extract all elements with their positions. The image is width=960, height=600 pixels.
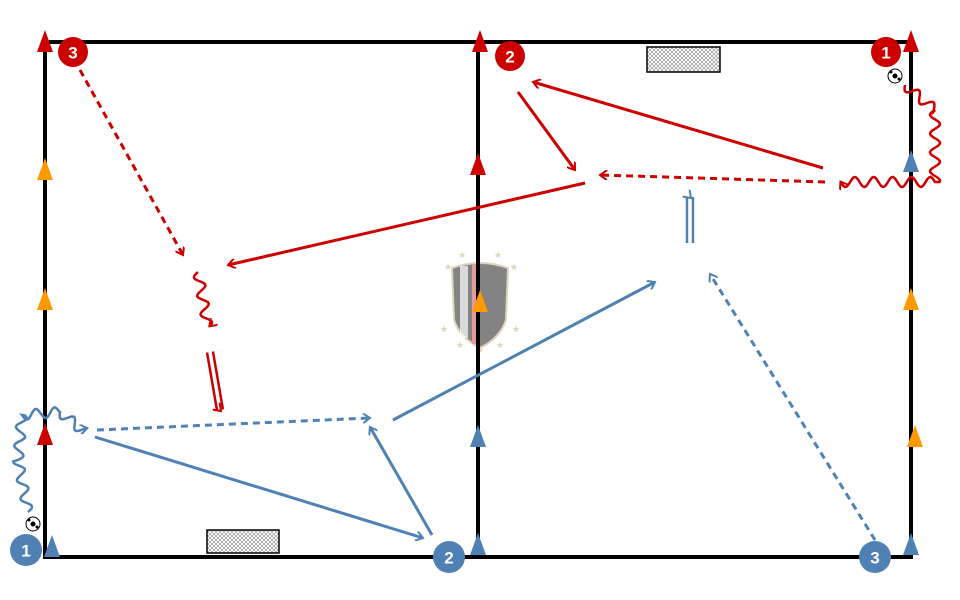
red-pass-arrow — [516, 91, 577, 170]
blue-run-dashed-arrow — [710, 274, 877, 541]
blue-cone-icon — [44, 535, 60, 557]
orange-cone-icon — [903, 288, 919, 310]
red-dribble-arrow — [841, 84, 942, 187]
blue-pass-arrow — [392, 282, 655, 422]
red-run-dashed-arrow — [600, 175, 826, 184]
player-number: 1 — [21, 542, 30, 561]
orange-cone-icon — [472, 290, 488, 312]
blue-cone-icon — [470, 425, 486, 447]
svg-text:★: ★ — [510, 262, 518, 272]
blue-player-2[interactable]: 2 — [433, 541, 465, 573]
red-cone-icon — [37, 30, 53, 52]
soccer-ball-icon — [25, 516, 41, 532]
svg-text:★: ★ — [456, 340, 464, 350]
red-pass-arrow — [533, 82, 824, 170]
orange-cone-icon — [907, 425, 923, 447]
blue-shot-arrow — [687, 197, 695, 243]
red-shot-arrow — [205, 351, 225, 411]
svg-text:★: ★ — [512, 324, 520, 334]
player-number: 2 — [444, 549, 453, 568]
red-player-1[interactable]: 1 — [871, 37, 901, 67]
blue-run-dashed-arrow — [96, 418, 370, 432]
red-run-dashed-arrow — [78, 69, 183, 255]
blue-player-1[interactable]: 1 — [10, 534, 42, 566]
red-dribble-arrow — [192, 271, 212, 326]
blue-pass-arrow — [370, 427, 434, 536]
svg-text:★: ★ — [444, 262, 452, 272]
red-cone-icon — [37, 423, 53, 445]
red-player-3[interactable]: 3 — [58, 37, 88, 67]
orange-cone-icon — [37, 288, 53, 310]
red-pass-arrow — [228, 181, 586, 265]
blue-cone-icon — [903, 150, 919, 172]
svg-text:★: ★ — [440, 324, 448, 334]
red-player-2[interactable]: 2 — [495, 41, 525, 71]
svg-text:★: ★ — [458, 250, 466, 260]
player-number: 3 — [68, 44, 77, 63]
blue-player-3[interactable]: 3 — [859, 541, 891, 573]
svg-text:★: ★ — [496, 340, 504, 350]
orange-cone-icon — [37, 158, 53, 180]
blue-cone-icon — [903, 533, 919, 555]
player-number: 1 — [881, 44, 890, 63]
player-number: 2 — [505, 48, 514, 67]
red-cone-icon — [470, 153, 486, 175]
blue-pass-arrow — [94, 435, 423, 538]
soccer-ball-icon — [887, 68, 903, 84]
red-cone-icon — [903, 30, 919, 52]
svg-text:★: ★ — [494, 250, 502, 260]
player-number: 3 — [870, 549, 879, 568]
red-cone-icon — [472, 30, 488, 52]
goal-bottom — [206, 529, 280, 554]
blue-dribble-arrow — [11, 406, 87, 513]
goal-top — [646, 46, 721, 73]
blue-cone-icon — [470, 533, 486, 555]
